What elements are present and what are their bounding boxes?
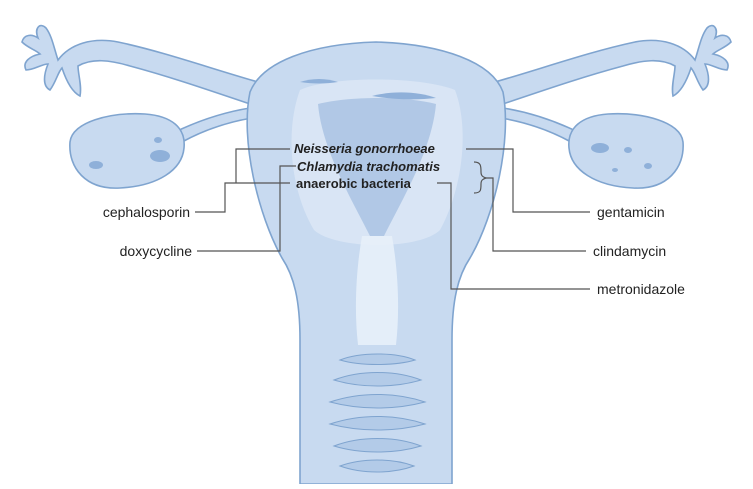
antibiotic-cephalosporin: cephalosporin <box>103 204 190 220</box>
left-ovarian-ligament <box>175 108 252 142</box>
antibiotic-gentamicin: gentamicin <box>597 204 665 220</box>
right-ovary-follicle <box>591 143 609 153</box>
left-ovary-follicle <box>89 161 103 169</box>
left-ovary-follicle <box>154 137 162 143</box>
cervical-canal <box>356 236 398 345</box>
clindamycin-leader <box>486 178 586 251</box>
antibiotic-clindamycin: clindamycin <box>593 243 666 259</box>
pathogen-chlamydia: Chlamydia trachomatis <box>297 159 440 174</box>
right-ovary-follicle <box>624 147 632 153</box>
pathogen-anaerobic: anaerobic bacteria <box>296 176 412 191</box>
antibiotic-metronidazole: metronidazole <box>597 281 685 297</box>
right-fallopian-tube <box>488 26 731 108</box>
pathogen-neisseria: Neisseria gonorrhoeae <box>294 141 435 156</box>
right-ovarian-ligament <box>501 108 578 142</box>
right-ovary-follicle <box>644 163 652 169</box>
antibiotic-doxycycline: doxycycline <box>120 243 193 259</box>
right-ovary-follicle <box>612 168 618 172</box>
left-fallopian-tube <box>22 26 265 108</box>
left-ovary-follicle <box>150 150 170 162</box>
left-ovary <box>70 114 184 188</box>
